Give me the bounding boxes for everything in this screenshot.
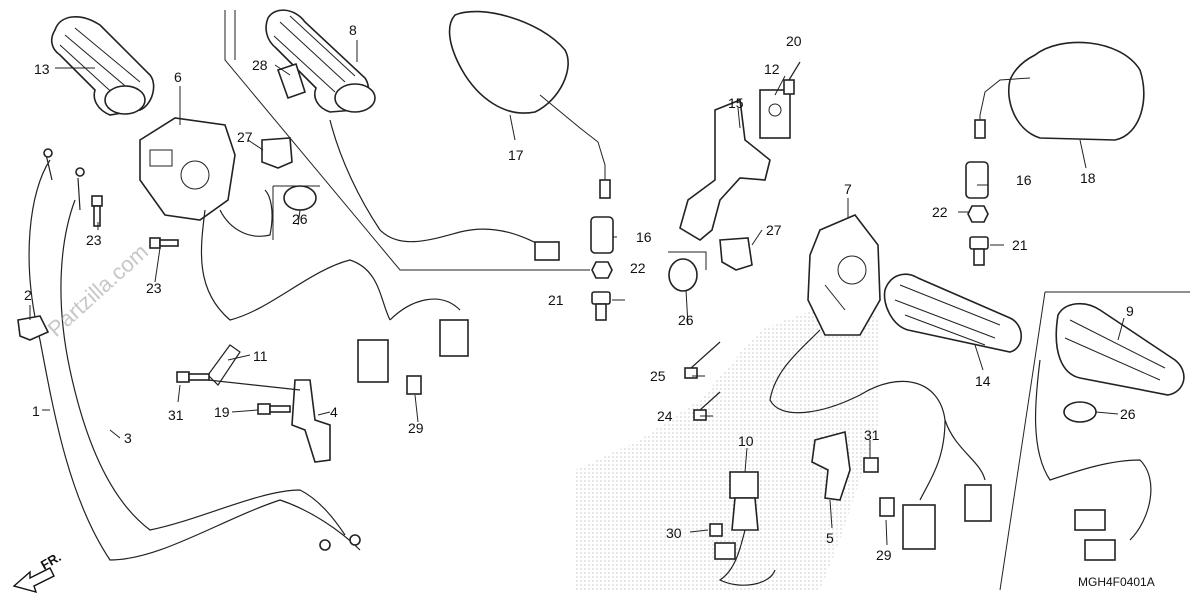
callout-5: 5: [826, 530, 834, 546]
callout-13: 13: [34, 61, 50, 77]
shaded-region: [575, 300, 880, 590]
bracket-15: [679, 89, 791, 241]
direction-label: FR.: [38, 549, 64, 572]
callout-27-right: 27: [766, 222, 782, 238]
right-mirror-18: [974, 41, 1145, 141]
callout-10: 10: [738, 433, 754, 449]
grip-9: [1055, 302, 1185, 396]
callout-22-right: 22: [932, 204, 948, 220]
leader-lines: [29, 40, 1125, 546]
callout-16-right: 16: [1016, 172, 1032, 188]
callout-11: 11: [253, 348, 268, 364]
callout-labels: 13 8 6 28 17 18 20 12 15 7 16 22 21 16 2…: [24, 22, 1136, 563]
callout-1: 1: [32, 403, 40, 419]
right-grip-14: [883, 273, 1023, 353]
callout-16-left: 16: [636, 229, 652, 245]
callout-21-left: 21: [548, 292, 564, 308]
left-grip-13: [50, 16, 155, 116]
callout-12: 12: [764, 61, 780, 77]
callout-24: 24: [657, 408, 673, 424]
callout-6: 6: [174, 69, 182, 85]
left-mirror-17: [448, 10, 611, 199]
fasteners: [91, 61, 879, 537]
callout-26-right: 26: [1120, 406, 1136, 422]
callout-3: 3: [124, 430, 132, 446]
diagram-code: MGH4F0401A: [1078, 575, 1155, 589]
callout-14: 14: [975, 373, 991, 389]
callout-26-left: 26: [292, 211, 308, 227]
right-switch-7: [807, 214, 881, 336]
clips: [17, 62, 753, 341]
callout-18: 18: [1080, 170, 1096, 186]
callout-26-mid: 26: [678, 312, 694, 328]
throttle-grip-8: [265, 9, 376, 113]
callout-31-left: 31: [168, 407, 184, 423]
callout-8: 8: [349, 22, 357, 38]
callout-7: 7: [844, 181, 852, 197]
right-harness: [769, 329, 1152, 561]
callout-4: 4: [330, 404, 338, 420]
callout-27-left: 27: [237, 129, 253, 145]
divider-lines: [224, 10, 1190, 591]
left-switch-6: [139, 117, 236, 221]
small-brackets: [207, 344, 851, 501]
callout-15: 15: [728, 95, 744, 111]
callout-17: 17: [508, 147, 524, 163]
bar-end-16: [590, 161, 989, 321]
callout-2: 2: [24, 287, 32, 303]
callout-28: 28: [252, 57, 268, 73]
callout-29-left: 29: [408, 420, 424, 436]
callout-25: 25: [650, 368, 666, 384]
switch-10: [714, 471, 776, 586]
callout-23-lower: 23: [146, 280, 162, 296]
callout-9: 9: [1126, 303, 1134, 319]
callout-21-right: 21: [1012, 237, 1028, 253]
watermark: Partzilla.com: [43, 239, 153, 342]
front-direction-arrow: FR.: [12, 549, 64, 594]
throttle-cables: [28, 148, 361, 561]
callout-22-left: 22: [630, 260, 646, 276]
callout-30: 30: [666, 525, 682, 541]
collar-26-inset: [1063, 401, 1097, 423]
callout-29-right: 29: [876, 547, 892, 563]
callout-19: 19: [214, 404, 230, 420]
callout-20: 20: [786, 33, 802, 49]
callout-31-right: 31: [864, 427, 880, 443]
left-harness: [200, 119, 560, 395]
callout-23-upper: 23: [86, 232, 102, 248]
